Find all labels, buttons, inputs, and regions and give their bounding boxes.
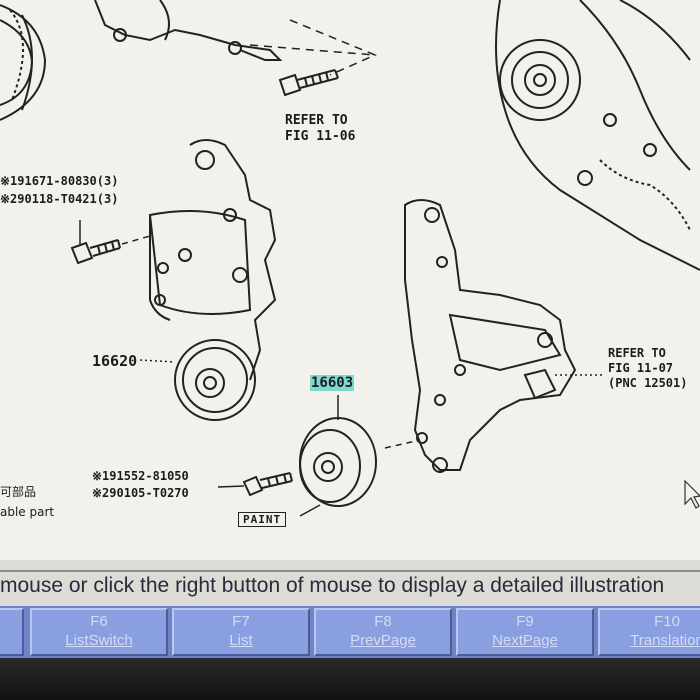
upper-bracket — [94, 0, 283, 61]
bolt-part-numbers-2[interactable]: ※191552-81050 ※290105-T0270 — [92, 468, 189, 502]
bolt-top — [278, 69, 339, 97]
refer-line: REFER TO — [285, 113, 348, 128]
status-divider — [0, 570, 700, 572]
part-16603-label[interactable]: 16603 — [310, 375, 355, 391]
part-number: ※191552-81050 — [92, 469, 189, 483]
refer-line: FIG 11-07 — [608, 361, 674, 375]
fkey-label: PrevPage — [350, 632, 416, 649]
legend-jp: 可部品 — [0, 485, 37, 499]
refer-line: REFER TO — [608, 346, 666, 360]
fkey-key: F8 — [374, 613, 392, 630]
paint-tag: PAINT — [238, 512, 287, 527]
refer-fig-11-07[interactable]: REFER TO FIG 11-07 (PNC 12501) — [608, 346, 687, 391]
fkey-list[interactable]: F7 List — [172, 608, 310, 656]
fkey-label: Translation — [630, 632, 700, 649]
fkey-label: NextPage — [492, 632, 558, 649]
bolt-part-numbers-1[interactable]: ※191671-80830(3) ※290118-T0421(3) — [0, 172, 118, 208]
bolt-pulley — [217, 472, 293, 497]
fkey-key: F6 — [90, 613, 108, 630]
fkey-key: F10 — [654, 613, 680, 630]
legend-en: able part — [0, 505, 55, 519]
fkey-listswitch[interactable]: F6 ListSwitch — [30, 608, 168, 656]
part-number: ※290105-T0270 — [92, 486, 189, 500]
function-key-bar: F6 ListSwitch F7 List F8 PrevPage F9 Nex… — [0, 606, 700, 658]
fkey-nextpage[interactable]: F9 NextPage — [456, 608, 594, 656]
ac-pulley-fragment — [0, 4, 47, 121]
idler-pulley — [299, 395, 377, 517]
part-number: ※290118-T0421(3) — [0, 192, 119, 206]
part-number: ※191671-80830(3) — [0, 174, 119, 188]
fkey-key: F7 — [232, 613, 250, 630]
refer-line: FIG 11-06 — [285, 129, 356, 144]
fkey-label: ListSwitch — [65, 632, 133, 649]
part-16620-label[interactable]: 16620 — [92, 352, 138, 370]
parts-illustration — [0, 0, 700, 517]
fkey-translation[interactable]: F10 Translation — [598, 608, 700, 656]
status-message: mouse or click the right button of mouse… — [0, 574, 665, 597]
fkey-f5[interactable] — [0, 608, 24, 656]
status-bar: mouse or click the right button of mouse… — [0, 560, 700, 606]
alternator-bracket — [384, 199, 605, 473]
bolt-tensioner — [70, 220, 151, 265]
fkey-label: List — [229, 632, 253, 649]
monitor-bezel — [0, 658, 700, 700]
legend-fragment: 可部品 able part — [0, 482, 54, 522]
tensioner-assembly — [139, 139, 277, 421]
parts-diagram[interactable]: REFER TO FIG 11-06 ※191671-80830(3) ※290… — [0, 0, 700, 560]
fkey-prevpage[interactable]: F8 PrevPage — [314, 608, 452, 656]
refer-line: (PNC 12501) — [608, 376, 688, 390]
mouse-cursor-icon — [684, 480, 700, 509]
refer-fig-11-06[interactable]: REFER TO FIG 11-06 — [285, 113, 355, 145]
engine-block — [495, 0, 700, 271]
fkey-key: F9 — [516, 613, 534, 630]
